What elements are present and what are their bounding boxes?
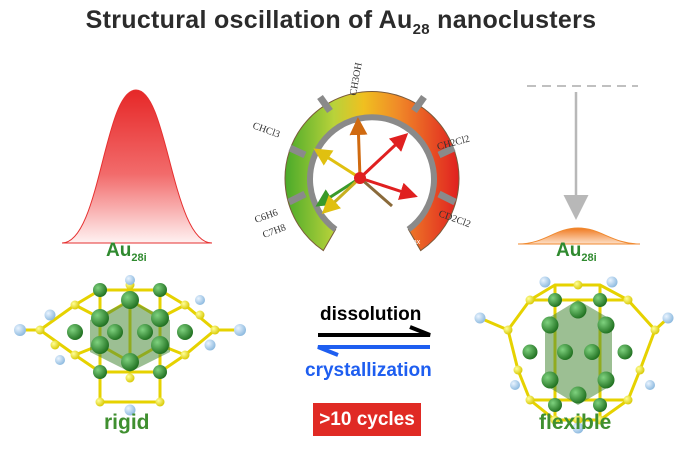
title-suffix: nanoclusters — [429, 6, 597, 34]
gauge-needles — [313, 117, 418, 215]
flexible-state-label: flexible — [539, 411, 612, 434]
equilibrium-arrows — [317, 325, 431, 357]
title-subscript: 28 — [412, 21, 430, 38]
rigid-state-label: rigid — [104, 411, 150, 434]
forward-arrow — [318, 325, 431, 337]
cycles-badge: >10 cycles — [313, 403, 421, 436]
rigid-cluster-name: Au28i — [106, 240, 147, 264]
rigid-au28-cluster-model — [14, 275, 246, 416]
solvent-label: CHCl3 — [251, 120, 281, 140]
flexible-spectrum-peak — [517, 227, 641, 245]
rigid-spectrum-peak — [61, 89, 213, 244]
solvent-label: C7H8 — [261, 222, 287, 241]
gauge-inner-rim — [307, 114, 437, 232]
backward-arrow — [317, 345, 430, 357]
figure-title: Structural oscillation of Au28 nanoclust… — [0, 6, 682, 38]
crystallization-label: crystallization — [305, 360, 432, 381]
gauge-ticks — [287, 94, 457, 206]
solvent-label: CH3OH — [348, 62, 365, 97]
title-main: Structural oscillation of Au — [85, 6, 413, 34]
flexible-au28-cluster-model — [474, 276, 674, 434]
solvent-label: C6H6 — [253, 207, 279, 226]
solvent-gauge — [284, 91, 460, 252]
dissolution-label: dissolution — [320, 304, 422, 325]
gauge-end-label: max — [407, 239, 421, 246]
gauge-hub — [354, 172, 366, 184]
flexible-cluster-name: Au28i — [556, 240, 597, 264]
